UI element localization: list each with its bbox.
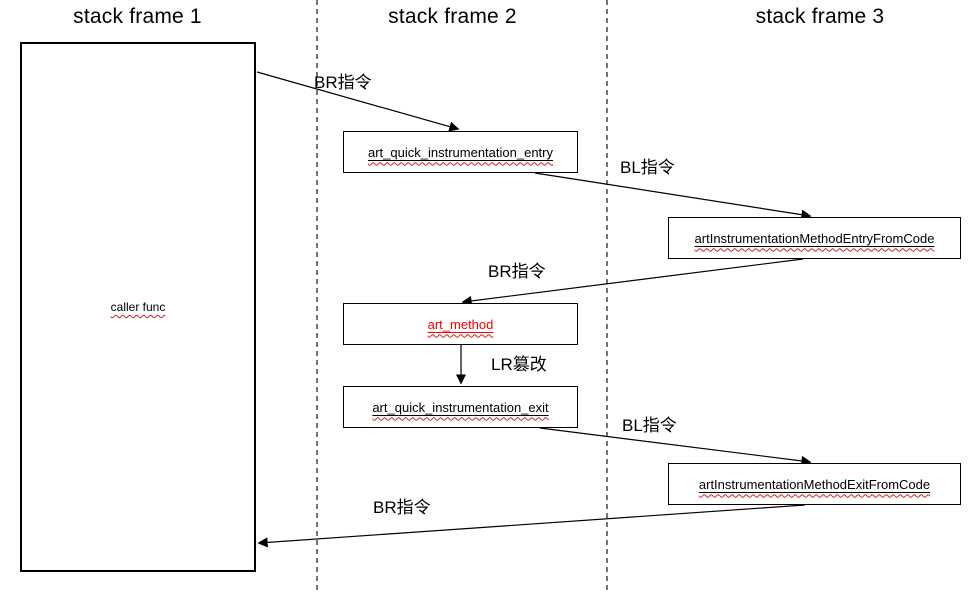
arrow-bl-entry-trampoline-to-entry-handler: [534, 172, 812, 220]
column-title-stack-frame-3: stack frame 3: [755, 5, 885, 28]
node-art-instrumentation-method-entry-from-code-label: artInstrumentationMethodEntryFromCode: [694, 230, 935, 246]
arrow-br-exit-handler-to-caller: [257, 504, 806, 548]
column-title-stack-frame-2: stack frame 2: [388, 5, 517, 28]
edge-label-br-handler-to-art-method: BR指令: [488, 262, 546, 281]
edge-label-bl-entry-to-handler: BL指令: [620, 158, 675, 177]
edge-label-bl-exit-to-handler: BL指令: [622, 416, 677, 435]
node-art-method: art_method: [343, 303, 578, 345]
node-caller-func-label: caller func: [110, 300, 166, 314]
node-art-method-label: art_method: [427, 316, 494, 332]
node-art-instrumentation-method-entry-from-code: artInstrumentationMethodEntryFromCode: [668, 217, 961, 259]
node-art-instrumentation-method-exit-from-code-label: artInstrumentationMethodExitFromCode: [698, 476, 931, 492]
node-art-quick-instrumentation-exit: art_quick_instrumentation_exit: [343, 386, 578, 428]
column-title-stack-frame-1: stack frame 1: [73, 5, 202, 28]
node-art-quick-instrumentation-exit-label: art_quick_instrumentation_exit: [372, 399, 549, 415]
edge-label-lr-tamper: LR篡改: [491, 355, 547, 374]
node-art-instrumentation-method-exit-from-code: artInstrumentationMethodExitFromCode: [668, 463, 961, 505]
node-art-quick-instrumentation-entry-label: art_quick_instrumentation_entry: [368, 144, 553, 160]
node-art-quick-instrumentation-entry: art_quick_instrumentation_entry: [343, 131, 578, 173]
edge-label-br-caller-to-entry: BR指令: [314, 73, 372, 92]
edge-label-br-handler-to-caller: BR指令: [373, 498, 431, 517]
node-caller-func: caller func: [20, 42, 256, 572]
